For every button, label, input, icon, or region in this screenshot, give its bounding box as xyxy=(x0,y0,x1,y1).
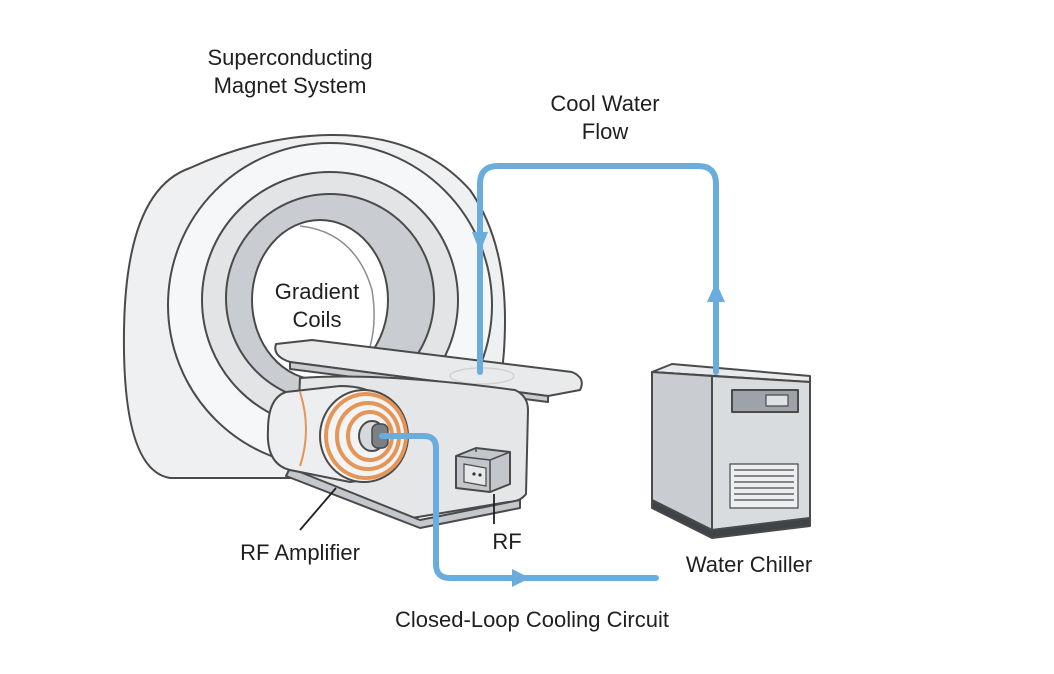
label-line: Flow xyxy=(581,119,629,144)
chiller-vent xyxy=(729,463,799,509)
label-rf-amplifier: RF Amplifier xyxy=(240,540,360,565)
flow-arrow-icon xyxy=(472,232,725,587)
cooling-loop xyxy=(379,163,719,581)
mri-scanner-icon xyxy=(122,133,583,529)
arrow-up xyxy=(707,282,725,302)
water-chiller-icon xyxy=(651,363,811,539)
leader-lines xyxy=(299,487,495,531)
rf-unit-icon xyxy=(455,447,511,493)
table-base-skirt xyxy=(285,467,521,529)
arrow-down xyxy=(472,232,488,252)
label-line: Cool Water xyxy=(550,91,660,116)
label-line: Gradient xyxy=(274,279,360,304)
label-cool-water-flow: Cool Water Flow xyxy=(520,90,690,146)
label-line: Magnet System xyxy=(213,73,367,98)
rf-amplifier-leader xyxy=(299,487,337,531)
arrow-right xyxy=(512,569,530,587)
label-line: Superconducting xyxy=(207,45,373,70)
label-water-chiller: Water Chiller xyxy=(685,552,813,577)
label-closed-loop-cooling-circuit: Closed-Loop Cooling Circuit xyxy=(395,607,669,632)
return-pipe xyxy=(379,433,659,581)
rf-amplifier-band xyxy=(299,391,307,467)
label-gradient-coils: Gradient Coils xyxy=(262,278,372,334)
label-rf: RF xyxy=(492,529,522,554)
label-superconducting-magnet: Superconducting Magnet System xyxy=(180,44,400,100)
supply-pipe xyxy=(477,163,719,375)
label-line: Coils xyxy=(292,307,342,332)
chiller-base xyxy=(651,499,811,539)
